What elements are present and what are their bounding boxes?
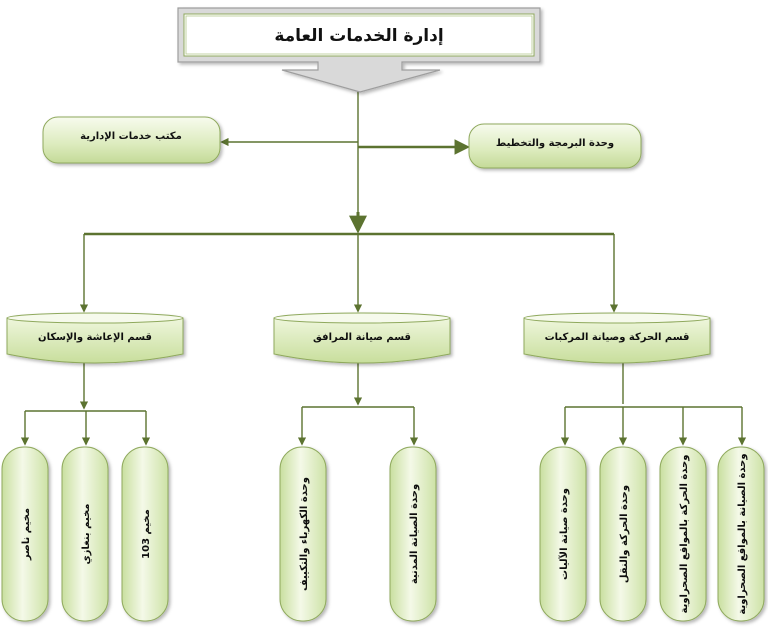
unit-label: وحدة الحركة بالمواقع الصحراوية [679, 454, 690, 613]
unit-node: وحدة الحركة بالمواقع الصحراوية [659, 446, 707, 622]
connector-lines [20, 91, 747, 446]
unit-label: وحدة الصيانة بالمواقع الصحراوية [737, 453, 748, 614]
unit-node: مخيم 103 [121, 446, 169, 622]
planning-unit-label: وحدة البرمجة والتخطيط [496, 138, 614, 149]
unit-label: وحدة صيانة الآليات [558, 488, 570, 580]
department-label: قسم صيانة المرافق [313, 332, 411, 343]
head-title: إدارة الخدمات العامة [274, 26, 443, 46]
planning-unit-node: وحدة البرمجة والتخطيط [468, 123, 642, 169]
unit-node: مخيم بنغازي [61, 446, 109, 622]
unit-node: وحدة صيانة الآليات [539, 446, 587, 622]
admin-office-label: مكتب خدمات الإدارية [80, 131, 182, 142]
department-label: قسم الحركة وصيانة المركبات [545, 332, 690, 343]
unit-label: وحدة الصيانة المدنية [409, 484, 420, 584]
department-label: قسم الإعاشة والإسكان [38, 332, 152, 343]
head-node: إدارة الخدمات العامة [177, 7, 541, 93]
unit-node: وحدة الحركة والنقل [599, 446, 647, 622]
unit-node: مخيم ناصر [1, 446, 49, 622]
unit-node: وحدة الصيانة بالمواقع الصحراوية [717, 446, 765, 622]
unit-label: مخيم بنغازي [81, 504, 92, 565]
unit-label: مخيم 103 [141, 509, 152, 559]
unit-label: وحدة الحركة والنقل [619, 485, 630, 583]
admin-office-node: مكتب خدمات الإدارية [42, 116, 221, 164]
department-node-3: قسم الحركة وصيانة المركبات [523, 312, 711, 364]
unit-label: مخيم ناصر [21, 508, 32, 561]
unit-node: وحدة الصيانة المدنية [389, 446, 437, 622]
department-node-1: قسم الإعاشة والإسكان [6, 312, 184, 364]
unit-label: وحدة الكهرباء والتكييف [299, 477, 310, 591]
unit-node: وحدة الكهرباء والتكييف [279, 446, 327, 622]
department-node-2: قسم صيانة المرافق [273, 312, 451, 364]
